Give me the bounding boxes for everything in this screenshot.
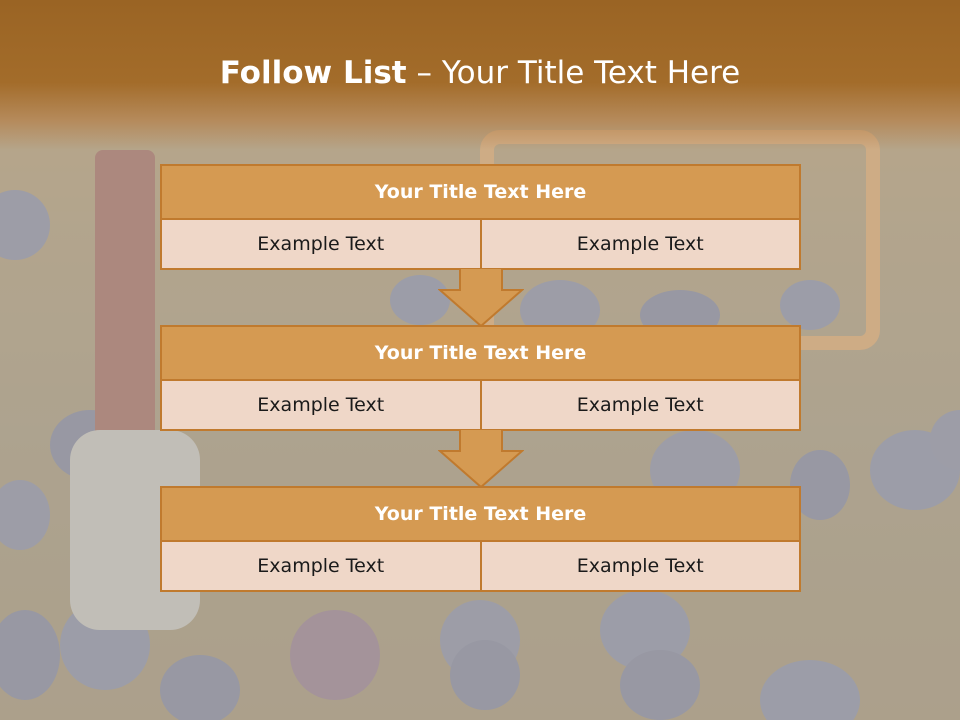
block-cell-left: Example Text [160, 542, 482, 592]
slide-title-bold: Follow List [219, 55, 407, 91]
block-title: Your Title Text Here [160, 325, 801, 381]
block-row: Example Text Example Text [160, 381, 801, 431]
slide-title-rest: – Your Title Text Here [406, 55, 741, 91]
block-cell-left: Example Text [160, 220, 482, 270]
block-cell-right: Example Text [481, 381, 801, 431]
down-arrow-2 [438, 429, 524, 489]
block-title: Your Title Text Here [160, 164, 801, 220]
down-arrow-1 [438, 268, 524, 328]
block-row: Example Text Example Text [160, 220, 801, 270]
block-title: Your Title Text Here [160, 486, 801, 542]
block-cell-right: Example Text [481, 542, 801, 592]
list-block-2: Your Title Text Here Example Text Exampl… [160, 325, 801, 431]
block-cell-left: Example Text [160, 381, 482, 431]
block-cell-right: Example Text [481, 220, 801, 270]
block-row: Example Text Example Text [160, 542, 801, 592]
list-block-1: Your Title Text Here Example Text Exampl… [160, 164, 801, 270]
list-block-3: Your Title Text Here Example Text Exampl… [160, 486, 801, 592]
header-band [0, 0, 960, 150]
slide-title: Follow List – Your Title Text Here [0, 55, 960, 91]
